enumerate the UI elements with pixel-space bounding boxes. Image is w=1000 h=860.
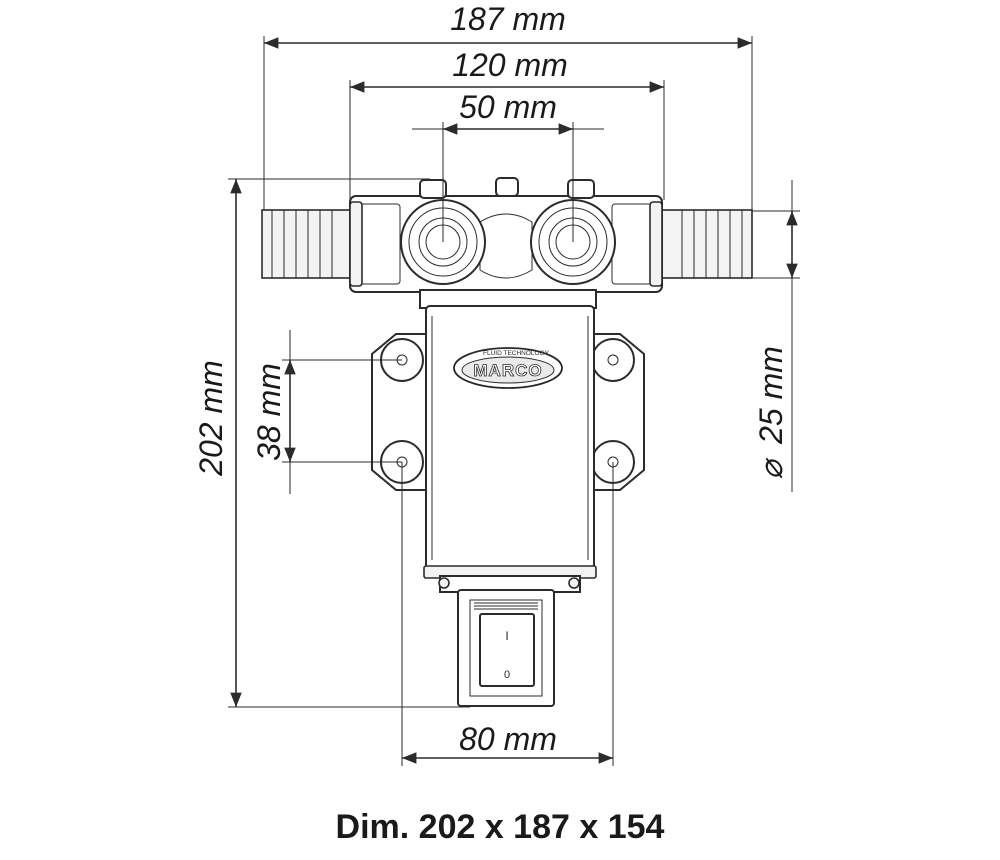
dimension-hose-diameter: 25 mm ⌀ [752,180,800,492]
dimension-port-width: 120 mm [349,47,665,200]
dimension-mount-horizontal: 80 mm [401,462,614,766]
switch-off-label: 0 [504,669,510,681]
dimension-overall-height: 202 mm [193,178,470,708]
left-hose-barb [261,209,355,279]
mount-hole-top-right [591,338,635,382]
dim-label-38: 38 mm [251,363,287,461]
dimension-port-spacing: 50 mm [412,89,604,242]
dim-label-25: 25 mm [753,346,789,445]
right-hose-barb [659,209,753,279]
logo-tagline-text: FLUID TECHNOLOGY [483,350,550,357]
motor-housing [423,305,597,579]
pump-body: MARCO FLUID TECHNOLOGY I 0 [261,177,753,707]
dim-label-187: 187 mm [450,1,566,37]
dim-label-202: 202 mm [193,360,229,477]
switch-housing: I 0 [438,575,581,707]
dimensions-caption: Dim. 202 x 187 x 154 [335,808,665,846]
marco-logo: MARCO FLUID TECHNOLOGY [453,347,563,389]
logo-brand-text: MARCO [473,361,542,380]
switch-on-label: I [505,629,508,643]
dim-label-50: 50 mm [459,89,557,125]
dimension-overall-width: 187 mm [263,1,753,210]
dim-label-80: 80 mm [459,721,557,757]
power-switch[interactable] [479,613,535,687]
diameter-symbol: ⌀ [753,458,789,480]
dim-label-120: 120 mm [452,47,568,83]
dimension-mount-vertical: 38 mm [251,330,402,494]
